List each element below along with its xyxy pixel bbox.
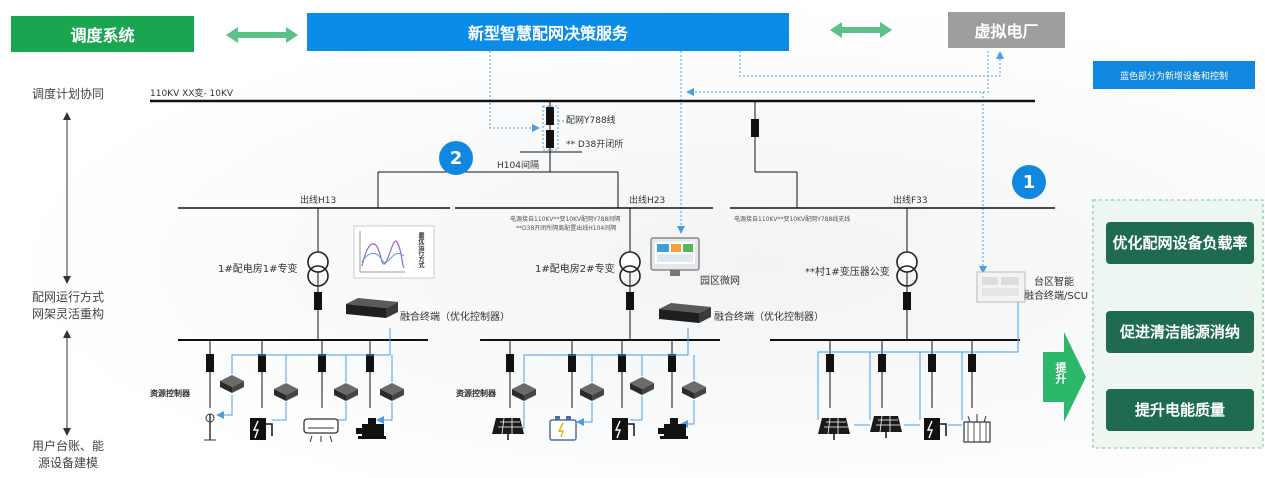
dispatch-system-box[interactable]: 调度系统: [11, 16, 194, 52]
street-lamp-icon: [204, 413, 216, 441]
h23-label: 出线H23: [629, 196, 666, 206]
solar-panel-icon: [492, 417, 524, 440]
badge-one: 1: [1012, 165, 1046, 199]
side-label-operation-2: 网架灵活重构: [31, 307, 104, 321]
virtual-power-plant-box[interactable]: 虚拟电厂: [948, 12, 1065, 48]
result-power-quality[interactable]: 提升电能质量: [1106, 389, 1254, 431]
result-clean-energy[interactable]: 促进清洁能源消纳: [1106, 311, 1254, 353]
air-conditioner-icon: [303, 418, 339, 443]
h104-label: H104间隔: [497, 161, 539, 171]
mid-transformer-label: 1#配电房2#专变: [535, 264, 615, 275]
station-label: ** D38开闭所: [566, 140, 624, 150]
terminal-mid-label: 融合终端（优化控制器）: [714, 312, 824, 323]
result-load-rate[interactable]: 优化配网设备负载率: [1106, 222, 1254, 264]
side-label-operation: 配网运行方式 网架灵活重构: [18, 289, 118, 323]
chart-caption: 最优运行方式: [417, 232, 424, 268]
legend-note-box: 蓝色部分为新增设备和控制: [1093, 61, 1255, 89]
side-label-operation-1: 配网运行方式: [31, 290, 104, 304]
h23-note-2: **D38开闭所隔离配置出线H104间隔: [516, 225, 617, 232]
charging-pile-icon: [924, 418, 947, 440]
feeder-line-label: 配网Y788线: [566, 116, 616, 126]
scu-label: 台区智能 融合终端/SCU: [1024, 276, 1088, 304]
solar-panel-icon: [870, 415, 902, 438]
improve-arrow-label: 提升: [1054, 362, 1067, 384]
water-pump-icon: [658, 418, 688, 439]
water-pump-icon: [356, 418, 386, 439]
main-bus-label: 110KV XX变- 10KV: [150, 89, 234, 99]
microgrid-label: 园区微网: [700, 276, 740, 287]
right-transformer-label: **村1#变压器公变: [805, 267, 890, 278]
scu-cabinet-icon: [976, 271, 1026, 303]
side-label-user: 用户台账、能 源设备建模: [18, 438, 118, 472]
solar-panel-icon: [818, 417, 850, 440]
charging-pile-icon: [250, 418, 273, 440]
battery-storage-icon: [549, 416, 577, 441]
optimization-chart-icon: [353, 225, 435, 279]
scu-label-1: 台区智能: [1034, 277, 1074, 288]
resource-controller-mid-label: 资源控制器: [456, 389, 496, 398]
decision-service-box[interactable]: 新型智慧配网决策服务: [307, 13, 789, 51]
h23-note-1: 电源接自110KV**变10KV配网Y788间隔: [510, 216, 621, 223]
terminal-left-label: 融合终端（优化控制器）: [400, 312, 510, 323]
f33-note: 电源接自110KV**变10KV配网Y788线支线: [734, 216, 851, 223]
side-label-user-1: 用户台账、能: [31, 439, 104, 453]
microgrid-monitor-icon: [650, 237, 700, 276]
f33-label: 出线F33: [893, 196, 928, 206]
resource-controller-left-label: 资源控制器: [150, 389, 190, 398]
h13-label: 出线H13: [300, 196, 337, 206]
side-label-user-2: 源设备建模: [37, 456, 98, 470]
badge-two: 2: [439, 141, 473, 175]
left-transformer-label: 1#配电房1#专变: [218, 264, 298, 275]
scu-label-2: 融合终端/SCU: [1024, 291, 1089, 302]
side-label-plan: 调度计划协同: [31, 87, 104, 101]
box-transformer-icon: [963, 414, 991, 443]
charging-pile-icon: [612, 418, 635, 440]
